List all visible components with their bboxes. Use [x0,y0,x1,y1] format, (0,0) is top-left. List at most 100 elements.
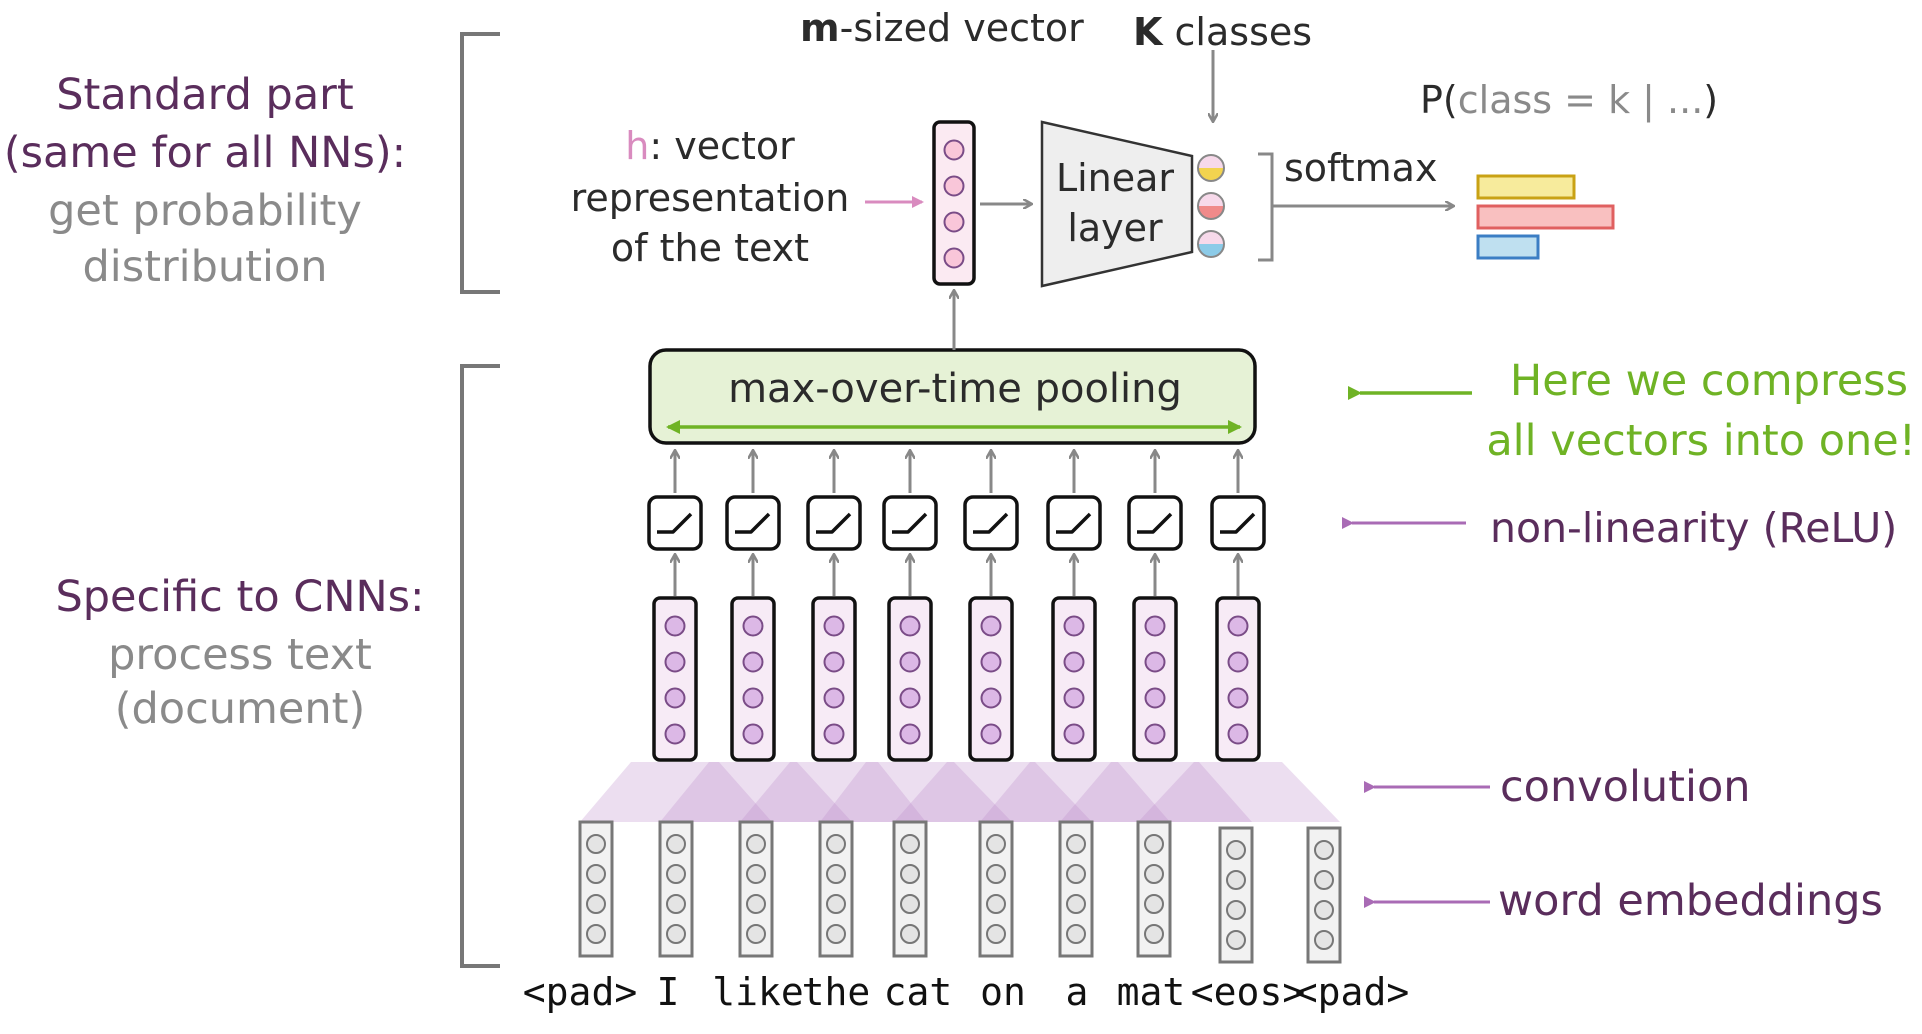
conv-output-node [1227,615,1249,637]
embedding-node [986,894,1006,914]
conv-output-box [730,596,776,762]
h-node [943,211,965,233]
embedding-column [1136,820,1172,958]
convolution-window [580,762,772,822]
embedding-node [746,864,766,884]
relu-icon [1137,512,1173,534]
embedding-column [818,820,854,958]
conv-output-node [664,687,686,709]
convolution-windows [580,762,1340,822]
conv-output-node [1227,651,1249,673]
h-node [943,247,965,269]
class-node [1197,230,1225,258]
conv-output-node [899,723,921,745]
h-node [943,175,965,197]
convolution-window [820,762,1012,822]
prob-p: P( [1420,78,1458,122]
class-node [1197,192,1225,220]
convolution-window [740,762,926,822]
convolution-window [980,762,1170,822]
conv-output-box [811,596,857,762]
relu-icon [892,512,928,534]
embedding-column [578,820,614,958]
bracket-standard [460,32,500,294]
embedding-node [1144,894,1164,914]
class-node-bottom [1198,168,1224,181]
embedding-node [1314,870,1334,890]
m-rest: -sized vector [839,6,1084,50]
embedding-node [900,894,920,914]
relu-unit [806,452,862,551]
h-vector-nodes [943,139,965,269]
class-logits [1197,154,1225,258]
conv-output-column [1215,556,1261,762]
convolution-window [1060,762,1252,822]
conv-output-node [980,651,1002,673]
conv-output-node [1063,723,1085,745]
conv-output-node [664,723,686,745]
relu-box [1210,495,1266,551]
conv-output-node [742,723,764,745]
embedding-node [1314,840,1334,860]
relu-box [882,495,938,551]
conv-output-node [980,615,1002,637]
relu-unit [725,452,781,551]
convolution-window [660,762,852,822]
relu-box [1127,495,1183,551]
relu-unit [1046,452,1102,551]
conv-output-box [1051,596,1097,762]
embedding-node [1314,900,1334,920]
embedding-node [1066,924,1086,944]
conv-output-node [1227,723,1249,745]
embedding-node [1144,864,1164,884]
conv-output-node [1144,615,1166,637]
conv-output-node [664,651,686,673]
k-letter: K [1133,10,1163,54]
probability-bar [1476,234,1540,260]
k-rest: classes [1162,10,1313,54]
embedding-node [1226,930,1246,950]
embedding-node [1226,840,1246,860]
embedding-node [826,894,846,914]
conv-output-box [887,596,933,762]
embedding-node [586,924,606,944]
conv-output-node [1144,651,1166,673]
token-label: mat [1116,970,1186,1014]
relu-unit [1127,452,1183,551]
conv-output-column [730,556,776,762]
conv-output-column [968,556,1014,762]
h-node [943,139,965,161]
relu-box [647,495,703,551]
conv-output-node [1063,615,1085,637]
probability-bar [1476,174,1576,200]
conv-output-node [980,723,1002,745]
h-letter: h [625,124,650,168]
embedding-node [1314,930,1334,950]
relu-icon [1056,512,1092,534]
relu-icon [735,512,771,534]
relu-icon [816,512,852,534]
prob-close: ) [1703,78,1719,122]
conv-output-box [1215,596,1261,762]
relu-icon [973,512,1009,534]
conv-output-node [1227,687,1249,709]
embedding-node [900,834,920,854]
token-label: <pad> [522,970,638,1014]
standard-title-2: (same for all NNs): [3,128,407,178]
embedding-node [746,924,766,944]
embedding-node [900,864,920,884]
h-label-3: of the text [610,226,810,270]
convolution-window [894,762,1092,822]
embedding-column [1218,826,1254,964]
relu-box [725,495,781,551]
conv-output-node [823,615,845,637]
relu-box [1046,495,1102,551]
token-label: I [656,970,680,1014]
probability-bar [1476,204,1615,230]
token-label: <pad> [1294,970,1410,1014]
conv-output-column [652,556,698,762]
class-node-outline [1197,154,1225,182]
standard-sub-2: distribution [82,242,328,292]
embedding-node [1066,864,1086,884]
conv-output-node [1144,723,1166,745]
